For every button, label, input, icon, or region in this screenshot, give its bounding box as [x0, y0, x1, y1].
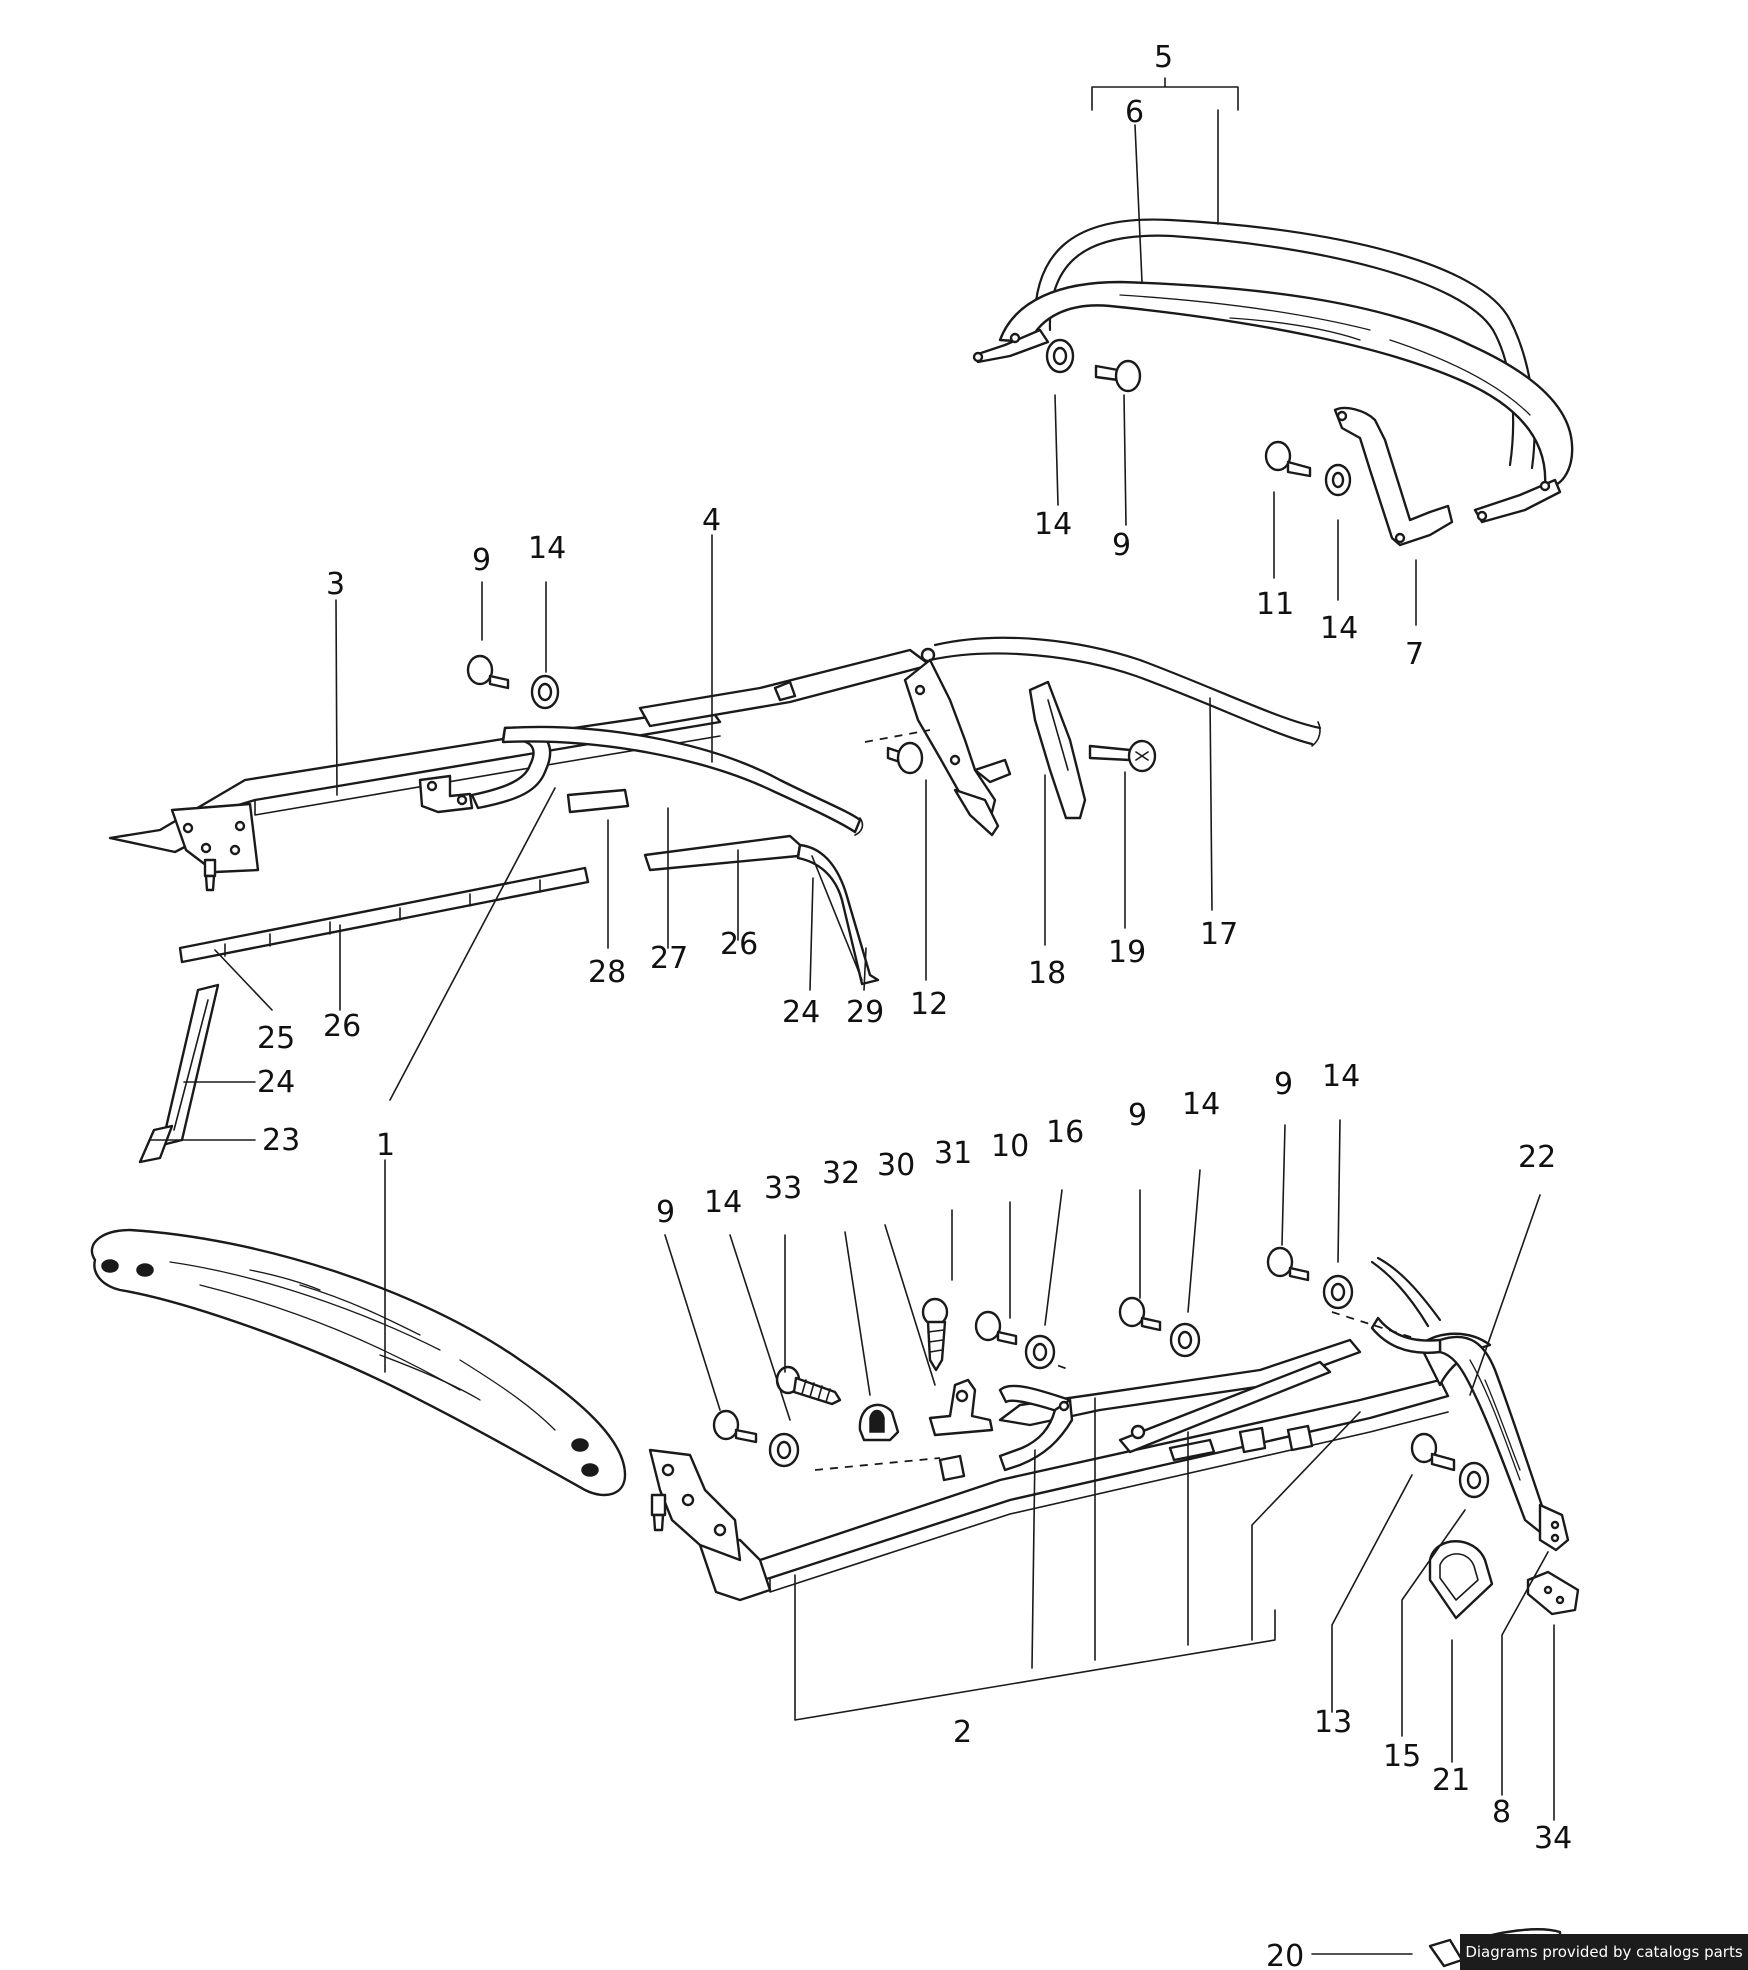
label-1: 1 — [376, 1128, 395, 1163]
label-26: 26 — [720, 927, 758, 962]
label-9: 9 — [1128, 1098, 1147, 1133]
label-14: 14 — [1182, 1087, 1220, 1122]
label-13: 13 — [1314, 1705, 1352, 1740]
label-2: 2 — [953, 1715, 972, 1750]
label-12: 12 — [910, 987, 948, 1022]
label-27: 27 — [650, 941, 688, 976]
label-14: 14 — [1034, 507, 1072, 542]
label-22: 22 — [1518, 1140, 1556, 1175]
part-labels: 5 6 14 9 11 14 7 3 9 14 4 28 27 26 24 29… — [257, 40, 1572, 1970]
label-9: 9 — [656, 1195, 675, 1230]
label-33: 33 — [764, 1171, 802, 1206]
label-21: 21 — [1432, 1763, 1470, 1798]
label-9: 9 — [1274, 1067, 1293, 1102]
label-30: 30 — [877, 1148, 915, 1183]
label-24: 24 — [257, 1065, 295, 1100]
label-17: 17 — [1200, 917, 1238, 952]
loose-strips — [138, 788, 880, 1164]
label-5: 5 — [1154, 40, 1173, 75]
label-19: 19 — [1108, 935, 1146, 970]
label-14: 14 — [528, 531, 566, 566]
label-26: 26 — [323, 1009, 361, 1044]
label-11: 11 — [1256, 587, 1294, 622]
label-10: 10 — [991, 1129, 1029, 1164]
label-24: 24 — [782, 995, 820, 1030]
label-29: 29 — [846, 995, 884, 1030]
label-23: 23 — [262, 1123, 300, 1158]
wooden-bow-1 — [90, 1228, 627, 1497]
label-32: 32 — [822, 1156, 860, 1191]
label-18: 18 — [1028, 956, 1066, 991]
middle-side-rail-assembly — [108, 636, 1322, 892]
label-14: 14 — [1320, 611, 1358, 646]
label-15: 15 — [1383, 1739, 1421, 1774]
label-7: 7 — [1405, 637, 1424, 672]
label-20: 20 — [1266, 1939, 1304, 1970]
label-34: 34 — [1534, 1821, 1572, 1856]
label-25: 25 — [257, 1021, 295, 1056]
label-4: 4 — [702, 503, 721, 538]
label-31: 31 — [934, 1136, 972, 1171]
label-14: 14 — [1322, 1059, 1360, 1094]
credit-banner: Diagrams provided by catalogs parts — [1460, 1934, 1748, 1970]
label-3: 3 — [326, 567, 345, 602]
label-8: 8 — [1492, 1795, 1511, 1830]
label-9: 9 — [472, 543, 491, 578]
label-9: 9 — [1112, 528, 1131, 563]
bottom-side-rail-assembly — [648, 1246, 1580, 1968]
rear-bow-assembly — [972, 218, 1574, 547]
leader-lines — [149, 77, 1555, 1955]
label-6: 6 — [1125, 95, 1144, 130]
label-14: 14 — [704, 1185, 742, 1220]
label-28: 28 — [588, 955, 626, 990]
label-16: 16 — [1046, 1115, 1084, 1150]
